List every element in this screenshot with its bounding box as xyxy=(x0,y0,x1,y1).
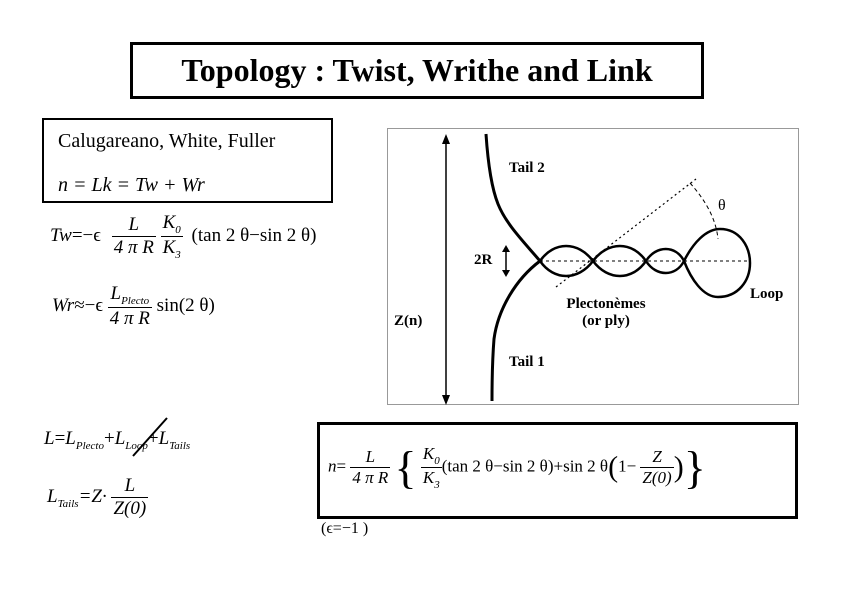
tw-frac2-num: K xyxy=(162,212,176,233)
final-eq: = xyxy=(336,456,347,476)
zn-label: Z(n) xyxy=(394,313,423,329)
final-frac-2: K0 K3 xyxy=(420,444,442,491)
ltails-frac-den: Z(0) xyxy=(111,497,149,519)
plectoneme-line1: Plectonèmes xyxy=(566,296,646,312)
final-frac-3: Z Z(0) xyxy=(640,447,674,488)
tw-frac1-den: 4 π R xyxy=(111,236,156,258)
tw-frac2-den-sub: 3 xyxy=(175,249,181,261)
ltails-lhs: L xyxy=(47,485,58,507)
final-frac1-num: L xyxy=(365,447,376,466)
final-frac2-den: K xyxy=(422,468,435,487)
title-box: Topology : Twist, Writhe and Link xyxy=(130,42,704,99)
plectoneme-figure: Tail 2 Tail 1 θ 2R Z(n) Loop Plectonèmes… xyxy=(387,128,799,405)
loop-strike-line xyxy=(131,417,168,457)
l-eq: = xyxy=(54,428,66,449)
writhe-formula: Wr≈−ϵ LPlecto 4 π R sin(2 θ) xyxy=(52,283,215,330)
authors-names: Calugareano, White, Fuller xyxy=(58,130,276,152)
wr-tail: sin(2 θ) xyxy=(156,294,215,316)
l-t3-sub: Tails xyxy=(169,440,191,452)
wr-frac-num-sub: Plecto xyxy=(121,295,150,307)
final-paren-close: ) xyxy=(673,450,684,484)
final-frac1-den: 4 π R xyxy=(350,467,391,487)
final-paren: (tan 2 θ−sin 2 θ) xyxy=(441,456,554,476)
two-r-label: 2R xyxy=(474,252,493,268)
tails-length-formula: LTails=Z· L Z(0) xyxy=(47,475,149,520)
ltails-eq: =Z· xyxy=(78,485,107,507)
final-lhs: n xyxy=(328,456,337,476)
plectoneme-line2: (or ply) xyxy=(582,313,630,329)
final-frac-1: L 4 π R xyxy=(350,447,391,488)
tw-paren: (tan 2 θ−sin 2 θ) xyxy=(191,224,317,246)
l-t1-sub: Plecto xyxy=(75,440,104,452)
final-one-minus: 1− xyxy=(618,456,637,476)
authors-box: Calugareano, White, Fuller n = Lk = Tw +… xyxy=(42,118,333,203)
l-plus2: + xyxy=(147,428,159,449)
final-formula-box: n= L 4 π R { K0 K3 (tan 2 θ−sin 2 θ)+sin… xyxy=(317,422,798,519)
tw-frac1-num: L xyxy=(128,214,140,235)
final-mid: +sin 2 θ xyxy=(553,456,609,476)
l-t2-sub: Loop xyxy=(125,440,148,452)
l-t2: L xyxy=(114,428,126,449)
final-brace-close: } xyxy=(683,442,706,493)
ltails-frac-num: L xyxy=(124,475,136,496)
length-formula: L=LPlecto+LLoop+LTails xyxy=(44,417,191,457)
final-brace-open: { xyxy=(394,442,417,493)
final-formula: n= L 4 π R { K0 K3 (tan 2 θ−sin 2 θ)+sin… xyxy=(328,441,706,494)
tail1-label: Tail 1 xyxy=(509,354,545,370)
tw-frac2-den: K xyxy=(162,237,176,258)
twist-formula: Tw=−ϵ L 4 π R K0 K3 (tan 2 θ−sin 2 θ) xyxy=(50,212,317,261)
tw-eq: =−ϵ xyxy=(71,224,101,246)
slide-title: Topology : Twist, Writhe and Link xyxy=(181,52,653,88)
plectoneme-diagram xyxy=(442,133,752,405)
tw-frac2-num-sub: 0 xyxy=(175,224,181,236)
l-t1: L xyxy=(65,428,76,449)
l-t3: L xyxy=(158,428,170,449)
wr-eq: ≈−ϵ xyxy=(74,294,104,316)
l-lhs: L xyxy=(44,428,55,449)
wr-frac: LPlecto 4 π R xyxy=(107,283,152,330)
plectoneme-label: Plectonèmes (or ply) xyxy=(551,296,661,330)
epsilon-note: (ϵ=−1 ) xyxy=(321,520,369,537)
tw-frac-2: K0 K3 xyxy=(160,212,183,261)
tw-frac-1: L 4 π R xyxy=(111,214,156,259)
link-equation: n = Lk = Tw + Wr xyxy=(58,174,205,196)
final-frac2-num-sub: 0 xyxy=(434,455,440,467)
loop-label: Loop xyxy=(750,286,784,302)
tail2-label: Tail 2 xyxy=(509,160,545,176)
ltails-frac: L Z(0) xyxy=(111,475,149,520)
final-frac3-den: Z(0) xyxy=(640,467,674,487)
ltails-lhs-sub: Tails xyxy=(57,497,79,510)
wr-frac-den: 4 π R xyxy=(107,307,152,329)
final-frac2-num: K xyxy=(422,444,435,463)
l-plus1: + xyxy=(103,428,115,449)
wr-lhs: Wr xyxy=(52,294,75,316)
final-frac3-num: Z xyxy=(652,447,662,466)
final-frac2-den-sub: 3 xyxy=(434,479,440,491)
tw-lhs: Tw xyxy=(50,224,72,246)
theta-label: θ xyxy=(718,197,726,214)
wr-frac-num: L xyxy=(110,283,122,304)
final-paren-open: ( xyxy=(608,450,619,484)
